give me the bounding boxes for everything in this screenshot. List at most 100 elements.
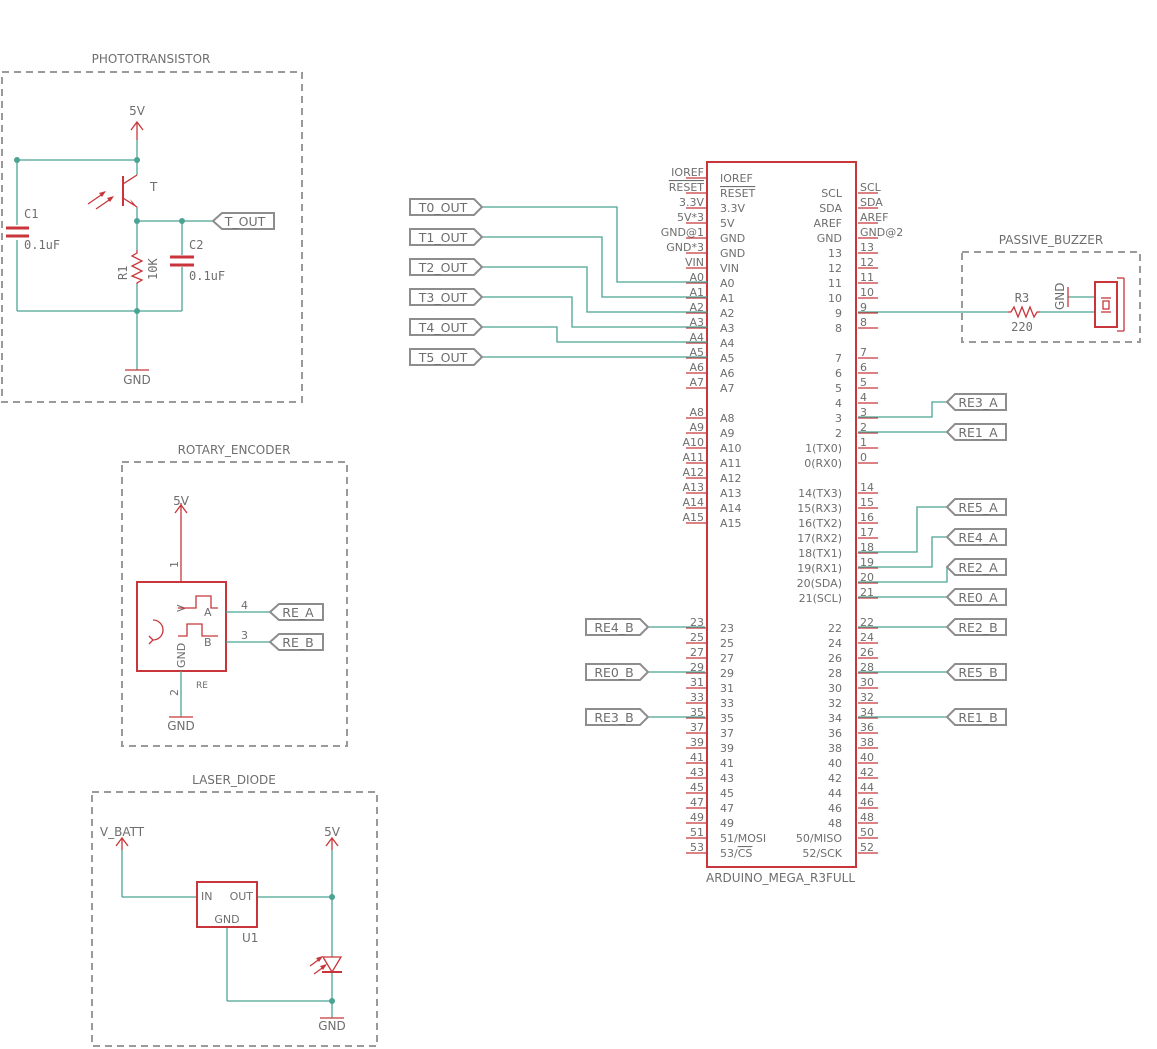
arduino-pin: 11(TX0): [805, 436, 878, 455]
phototransistor-frame: [1, 71, 303, 403]
pin-number: GND@1: [661, 226, 704, 239]
pin-number: 41: [690, 751, 704, 764]
pin-label: IOREF: [720, 172, 753, 185]
r1-name: R1: [116, 266, 130, 280]
net-label-t3-out[interactable]: [409, 288, 484, 306]
net-label-t2-out-text: T2_OUT: [418, 260, 468, 275]
net-label-re-a[interactable]: [268, 603, 324, 621]
pin-number: 21: [860, 586, 874, 599]
pin-number: RESET: [669, 181, 705, 194]
pin-number: 10: [860, 286, 874, 299]
net-label-t1-out[interactable]: [409, 228, 484, 246]
junction-dot: [329, 998, 335, 1004]
pin-label: A8: [720, 412, 735, 425]
junction-dot: [329, 894, 335, 900]
net-label-re0-b[interactable]: [585, 663, 650, 681]
pin-label: A13: [720, 487, 742, 500]
pin-number: 24: [860, 631, 874, 644]
arduino-pin: 99: [835, 301, 878, 320]
re-net-labels-right: RE3_A RE1_A RE5_A RE4_A RE2_A RE0_A RE2_…: [945, 393, 1007, 726]
net-label-re5-a[interactable]: [945, 498, 1007, 516]
pin-number: 40: [860, 751, 874, 764]
laser-diode-icon: [309, 956, 343, 975]
pin-number: 25: [690, 631, 704, 644]
pin-number: 23: [690, 616, 704, 629]
pin-number: 5: [860, 376, 867, 389]
net-label-t5-out[interactable]: [409, 348, 484, 366]
net-label-t1-out-text: T1_OUT: [418, 230, 468, 245]
pin-label: 3: [835, 412, 842, 425]
net-label-re5-b[interactable]: [945, 663, 1007, 681]
net-label-t4-out[interactable]: [409, 318, 484, 336]
passive-buzzer-frame: [961, 251, 1141, 343]
supply-5v-label: 5V: [129, 104, 146, 118]
pin-label: 18(TX1): [798, 547, 842, 560]
pin-label: 22: [828, 622, 842, 635]
re-pin3: 3: [241, 629, 248, 642]
net-label-re4-a[interactable]: [945, 528, 1007, 546]
pin-label: A3: [720, 322, 735, 335]
ground-label: GND: [123, 373, 151, 387]
resistor-r3-icon: [1008, 305, 1040, 319]
net-label-re-b[interactable]: [268, 633, 324, 651]
net-label-re2-a[interactable]: [945, 558, 1007, 576]
net-label-re0-a[interactable]: [945, 588, 1007, 606]
net-label-re1-b[interactable]: [945, 708, 1007, 726]
net-label-re-b-text: RE_B: [282, 635, 313, 650]
net-label-t2-out[interactable]: [409, 258, 484, 276]
laser-diode-frame: [91, 791, 378, 1047]
pin-number: 48: [860, 811, 874, 824]
net-label-t0-out[interactable]: [409, 198, 484, 216]
net-label-re0-b-text: RE0_B: [594, 665, 633, 680]
pin-label: 50/MISO: [796, 832, 842, 845]
net-label-re1-a-text: RE1_A: [958, 425, 998, 440]
re-pin2: 2: [168, 689, 181, 696]
net-label-re3-b[interactable]: [585, 708, 650, 726]
pin-label: A2: [720, 307, 735, 320]
re-wires: [180, 611, 270, 717]
regulator-u1-body: [196, 881, 258, 928]
net-label-re3-a[interactable]: [945, 393, 1007, 411]
pin-label: 43: [720, 772, 734, 785]
pin-label: 6: [835, 367, 842, 380]
pin-label: 51/MOSI: [720, 832, 766, 845]
net-label-re2-b[interactable]: [945, 618, 1007, 636]
net-label-t-out[interactable]: [211, 212, 275, 230]
pin-label: A7: [720, 382, 735, 395]
pin-label: 45: [720, 787, 734, 800]
arduino-body: [706, 161, 857, 868]
pin-number: AREF: [860, 211, 888, 224]
pin-label: AREF: [814, 217, 842, 230]
ld-wires: [121, 850, 333, 1018]
pin-label: RESET: [720, 187, 756, 200]
net-label-re1-a[interactable]: [945, 423, 1007, 441]
pin-label: 37: [720, 727, 734, 740]
net-label-t3-out-text: T3_OUT: [418, 290, 468, 305]
pin-label: 33: [720, 697, 734, 710]
pin-label: A1: [720, 292, 735, 305]
pin-number: A11: [682, 451, 704, 464]
pin-label: GND: [720, 232, 745, 245]
pin-label: 53/CS: [720, 847, 752, 860]
pin-number: A13: [682, 481, 704, 494]
net-label-re4-b[interactable]: [585, 618, 650, 636]
pin-label: A10: [720, 442, 742, 455]
pin-label: 44: [828, 787, 842, 800]
pin-label: 27: [720, 652, 734, 665]
